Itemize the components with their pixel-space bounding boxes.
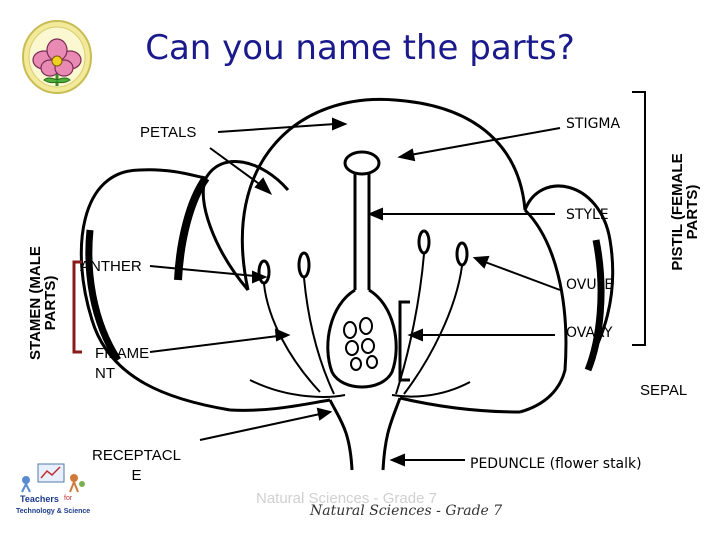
petal-left-shadow xyxy=(174,175,210,281)
petal-outer-left xyxy=(79,168,231,412)
logo-line3: Technology & Science xyxy=(16,508,91,515)
style-shape xyxy=(353,172,371,290)
watermark-text: Natural Sciences - Grade 7 xyxy=(256,490,437,507)
label-petals: PETALS xyxy=(140,124,197,141)
flower-icon xyxy=(20,18,94,96)
label-filament: FILAME NT xyxy=(95,345,150,382)
petal-back xyxy=(240,97,615,361)
receptacle-right xyxy=(381,397,402,471)
label-receptacle: RECEPTACL E xyxy=(92,447,181,484)
label-ovary: OVARY xyxy=(566,325,613,341)
label-anther: ANTHER xyxy=(80,258,142,275)
label-ovule: OVULE xyxy=(566,277,614,293)
pistil-group-label: PISTIL (FEMALE PARTS) xyxy=(669,153,701,271)
sepal-left xyxy=(249,379,346,398)
arrows xyxy=(149,117,561,467)
label-stigma: STIGMA xyxy=(566,116,621,132)
ovules xyxy=(343,317,378,371)
page-title: Can you name the parts? xyxy=(145,28,575,68)
teachers-logo: Teachers for Technology & Science xyxy=(16,462,90,524)
stamens-right xyxy=(395,229,469,395)
label-style: STYLE xyxy=(566,207,609,223)
stamens-left xyxy=(257,251,335,395)
ovary-bracket xyxy=(398,300,410,382)
stamen-bracket xyxy=(72,260,82,354)
logo-line2: for xyxy=(64,495,73,502)
label-sepal: SEPAL xyxy=(640,382,688,399)
footer-caption: Natural Sciences - Grade 7 xyxy=(310,503,503,519)
petal-right xyxy=(519,208,568,414)
logo-line1: Teachers xyxy=(20,494,59,504)
sepal-right xyxy=(391,381,471,398)
ovary-shape xyxy=(326,288,398,389)
stamen-group-label: STAMEN (MALE PARTS) xyxy=(27,246,59,360)
receptacle-left xyxy=(328,399,354,471)
stigma-shape xyxy=(343,150,381,176)
pistil-bracket xyxy=(632,91,646,346)
label-peduncle: PEDUNCLE (flower stalk) xyxy=(470,456,642,472)
